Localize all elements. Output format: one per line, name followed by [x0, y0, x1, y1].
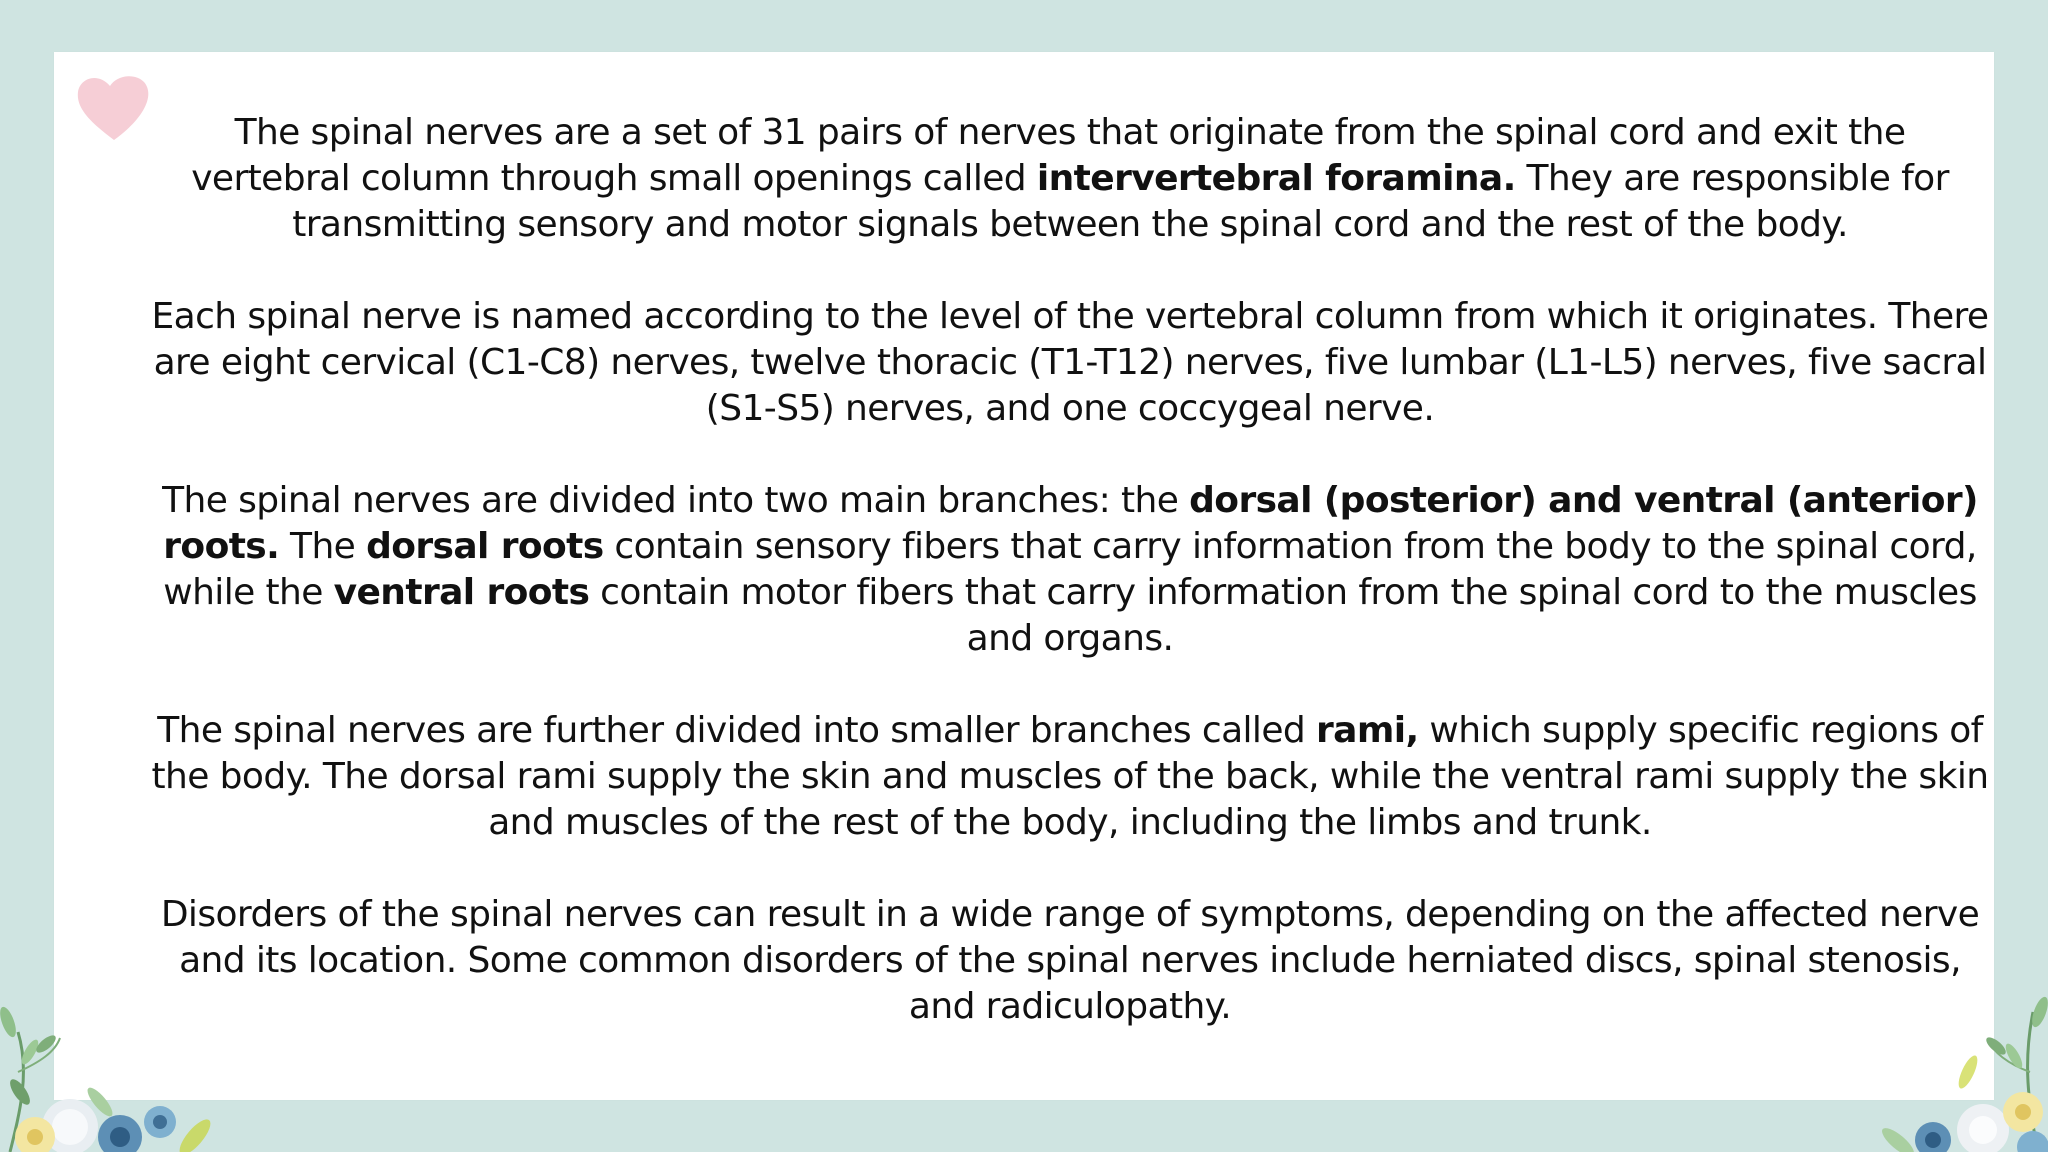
paragraph-rami: The spinal nerves are further divided in…	[150, 708, 1990, 846]
floral-decoration-left-icon	[0, 1006, 211, 1152]
text-span: contain sensory fibers that carry inform…	[163, 526, 1977, 613]
paragraph-spinal-nerves-intro: The spinal nerves are a set of 31 pairs …	[150, 110, 1990, 248]
text-span: They are responsible for transmitting se…	[292, 158, 1949, 245]
paragraph-roots: The spinal nerves are divided into two m…	[150, 478, 1990, 662]
paragraph-nerve-naming: Each spinal nerve is named according to …	[150, 294, 1990, 432]
text-span: The	[279, 526, 367, 567]
slide-card	[54, 52, 1994, 1100]
bold-term-ventral-roots: ventral roots	[333, 572, 590, 613]
bold-term-intervertebral-foramina: intervertebral foramina.	[1036, 158, 1516, 199]
text-span: The spinal nerves are a set of 31 pairs …	[191, 112, 1906, 199]
floral-decoration-right-icon	[1882, 996, 2048, 1152]
paragraph-disorders: Disorders of the spinal nerves can resul…	[150, 892, 1990, 1030]
text-span: contain motor fibers that carry informat…	[589, 572, 1977, 659]
heart-decoration-icon	[77, 76, 149, 140]
bold-term-dorsal-roots: dorsal roots	[366, 526, 604, 567]
bold-term-rami: rami,	[1315, 710, 1419, 751]
slide-text: The spinal nerves are a set of 31 pairs …	[150, 110, 1990, 1076]
text-span: Each spinal nerve is named according to …	[151, 296, 1990, 429]
text-span: The spinal nerves are further divided in…	[157, 710, 1316, 751]
bold-term-dorsal-ventral-roots: dorsal (posterior) and ventral (anterior…	[163, 480, 1978, 567]
text-span: Disorders of the spinal nerves can resul…	[160, 894, 1980, 1027]
text-span: which supply specific regions of the bod…	[151, 710, 1990, 843]
text-span: The spinal nerves are divided into two m…	[162, 480, 1190, 521]
